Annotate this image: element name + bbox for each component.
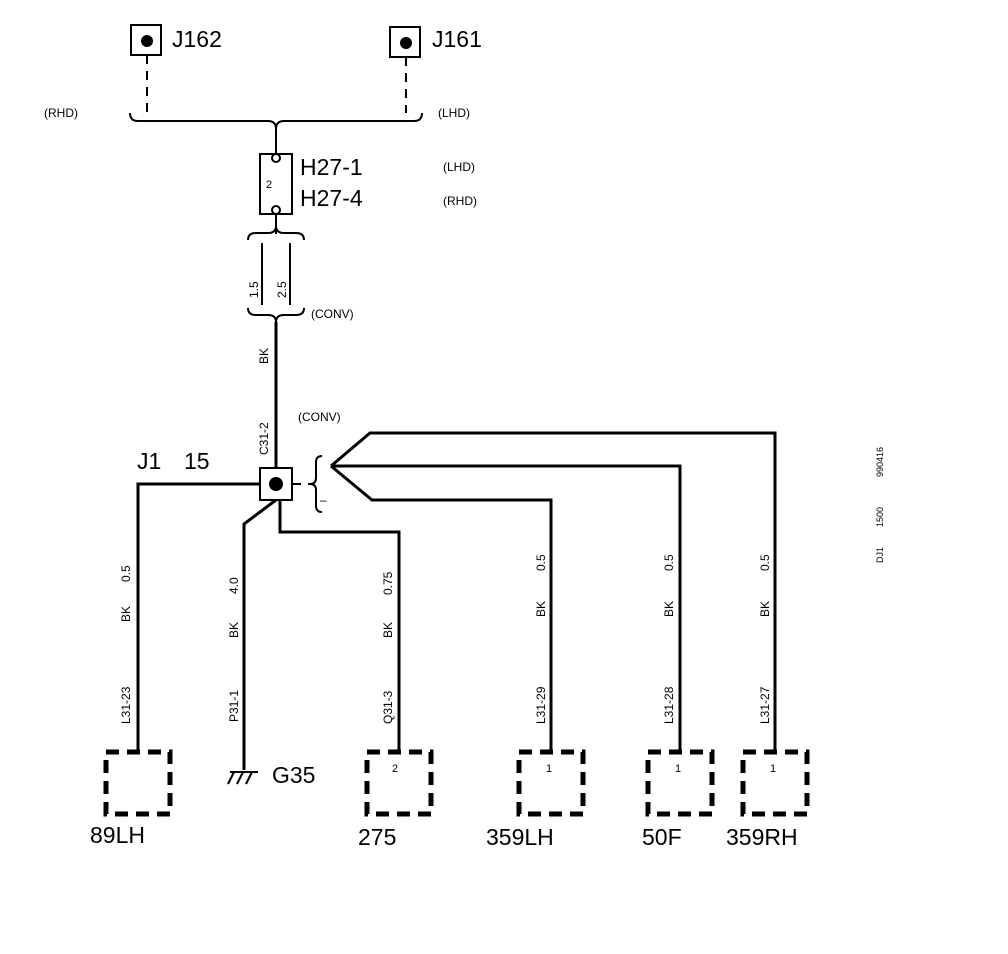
junction-j1	[259, 467, 293, 501]
component-359rh	[740, 749, 810, 817]
branch-g35-terminal: P31-1	[227, 690, 241, 722]
branch-g35-size: 4.0	[227, 577, 241, 594]
lhd-note: (LHD)	[438, 106, 470, 120]
branch-89lh-color: BK	[119, 606, 133, 622]
branch-275-size: 0.75	[381, 571, 395, 595]
branch-50f-size: 0.5	[662, 554, 676, 571]
splice-pin: 2	[266, 179, 272, 191]
component-50f-pin: 1	[675, 763, 681, 775]
junction-label: J1	[137, 448, 161, 474]
component-359lh	[516, 749, 586, 817]
branch-275-color: BK	[381, 622, 395, 638]
splice-label-1-note: (LHD)	[443, 160, 475, 174]
wire-size-b: 2.5	[275, 281, 289, 298]
branch-359lh-terminal: L31-29	[534, 686, 548, 724]
connector-j162: J162	[130, 24, 222, 113]
component-275-label: 275	[358, 824, 396, 850]
component-89lh	[103, 749, 173, 817]
side-note-code: 990416	[875, 447, 885, 477]
wire-size-a: 1.5	[247, 281, 261, 298]
component-89lh-label: 89LH	[90, 822, 145, 848]
component-275-pin: 2	[392, 763, 398, 775]
branch-g35-color: BK	[227, 622, 241, 638]
connector-j161: J161	[389, 26, 482, 113]
option-brace	[129, 112, 423, 130]
splice-label-1: H27-1	[300, 154, 363, 180]
ground-g35-label: G35	[272, 762, 315, 788]
side-note-ref: DJ1	[875, 547, 885, 563]
main-wire-color: BK	[257, 348, 271, 364]
component-50f	[645, 749, 715, 817]
branch-359rh-color: BK	[758, 601, 772, 617]
branch-359lh-size: 0.5	[534, 554, 548, 571]
component-359lh-label: 359LH	[486, 824, 554, 850]
conv-note-1: (CONV)	[311, 307, 354, 321]
branch-89lh-size: 0.5	[119, 565, 133, 582]
branch-275-terminal: Q31-3	[381, 690, 395, 724]
branch-359rh-terminal: L31-27	[758, 686, 772, 724]
side-note-number: 1500	[875, 507, 885, 527]
junction-bracket-mark: –	[320, 493, 327, 507]
rhd-note: (RHD)	[44, 106, 78, 120]
connector-j162-label: J162	[172, 26, 222, 52]
component-359lh-pin: 1	[546, 763, 552, 775]
connector-j161-label: J161	[432, 26, 482, 52]
junction-number: 15	[184, 448, 210, 474]
component-359rh-label: 359RH	[726, 824, 798, 850]
branch-50f-terminal: L31-28	[662, 686, 676, 724]
conv-note-2: (CONV)	[298, 410, 341, 424]
splice-label-2-note: (RHD)	[443, 194, 477, 208]
branch-359lh-color: BK	[534, 601, 548, 617]
component-50f-label: 50F	[642, 824, 682, 850]
splice-label-2: H27-4	[300, 185, 363, 211]
branch-359rh-size: 0.5	[758, 554, 772, 571]
component-275	[364, 749, 434, 817]
branch-89lh-terminal: L31-23	[119, 686, 133, 724]
splice-block-h27: 2	[259, 153, 293, 215]
main-wire-terminal: C31-2	[257, 422, 271, 455]
ground-g35	[227, 771, 258, 785]
component-359rh-pin: 1	[770, 763, 776, 775]
branch-50f-color: BK	[662, 601, 676, 617]
